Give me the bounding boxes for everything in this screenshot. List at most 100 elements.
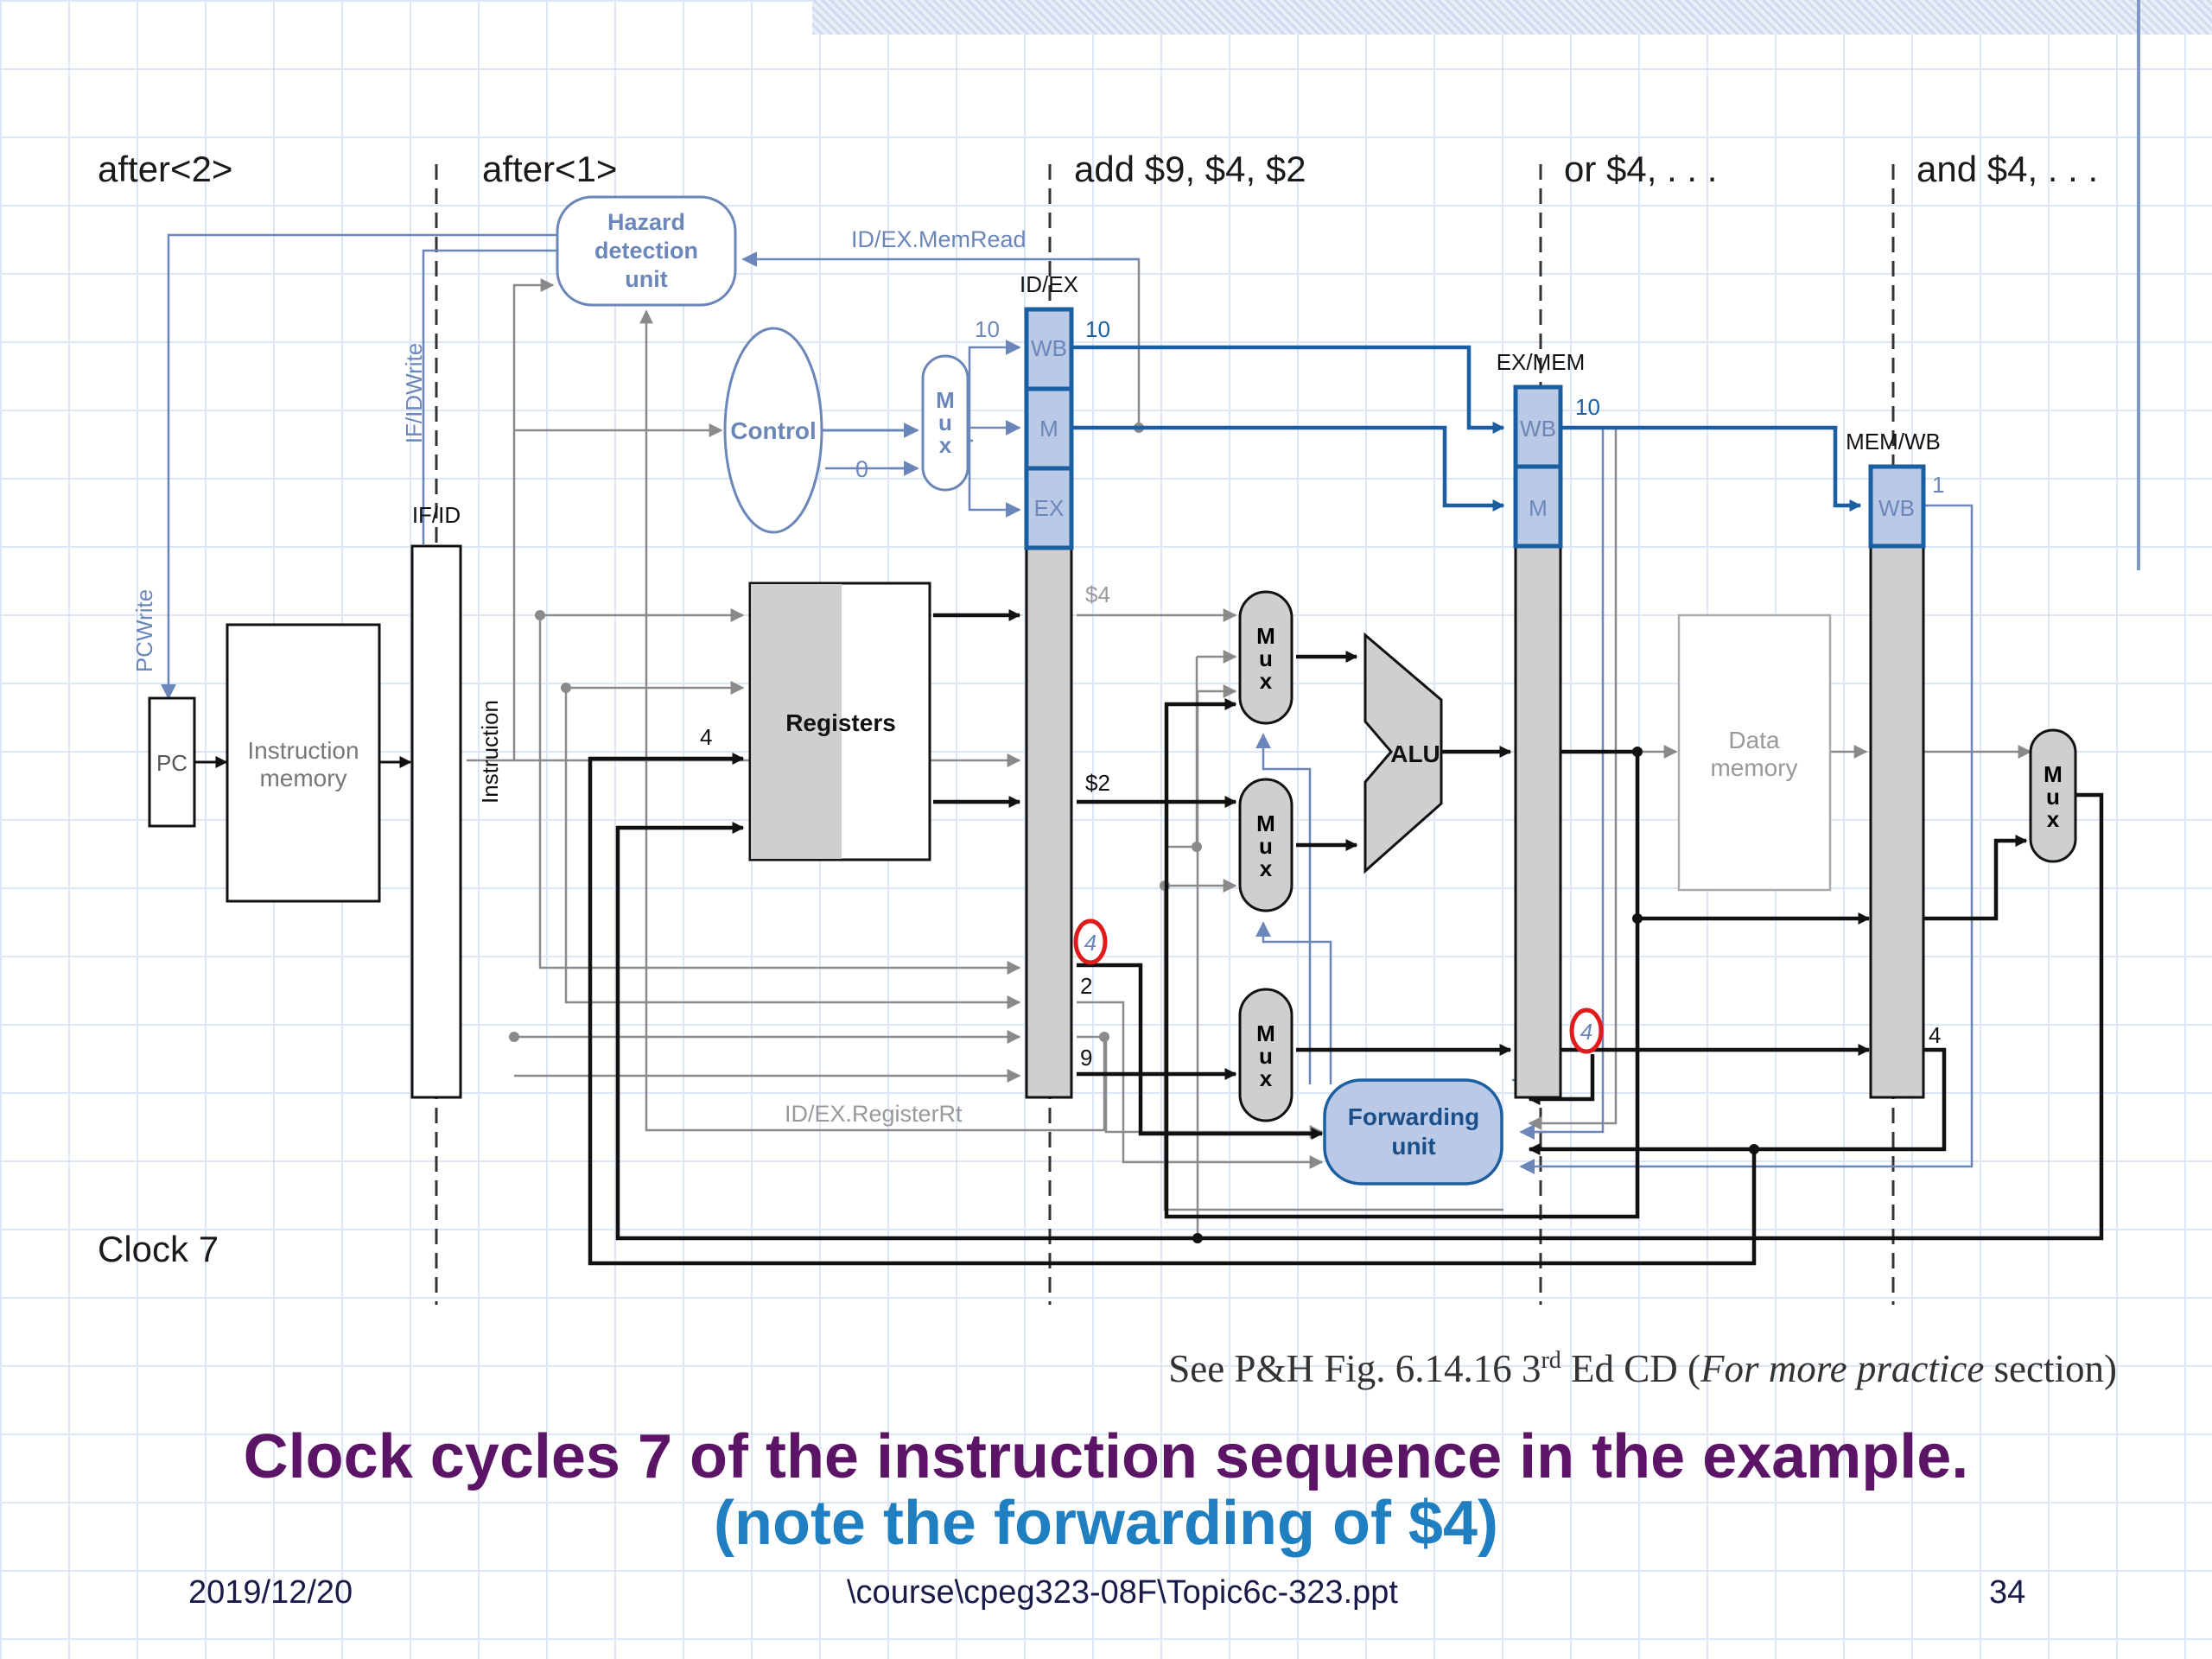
writeback-mux xyxy=(2029,728,2077,863)
circled-register-idex-value: 4 xyxy=(1084,930,1096,956)
zero-input-label: 0 xyxy=(855,456,868,482)
registers-label: Registers xyxy=(785,709,896,736)
forwarding-label-1: Forwarding xyxy=(1348,1103,1479,1130)
forwarding-unit xyxy=(1323,1078,1503,1185)
footer-date: 2019/12/20 xyxy=(188,1574,353,1611)
ex-mem-m-label: M xyxy=(1529,495,1548,521)
pc-register xyxy=(148,696,196,828)
rt-number: 9 xyxy=(1080,1045,1092,1071)
wb-mux-letter-x: x xyxy=(2047,806,2060,832)
top-decoration-band xyxy=(812,0,2212,35)
control-mux-letter-x: x xyxy=(939,432,952,458)
value-r4-label: $4 xyxy=(1085,582,1110,607)
instruction-memory-label-1: Instruction xyxy=(247,737,359,764)
if-id-label: IF/ID xyxy=(412,502,461,528)
if-id-write-label: IF/IDWrite xyxy=(401,343,427,444)
thick-blue-wires xyxy=(1071,345,1862,512)
memread-label: ID/EX.MemRead xyxy=(851,226,1027,252)
mux-b-letter-m: M xyxy=(1256,810,1275,836)
wb-mux-letter-u: u xyxy=(2046,784,2060,810)
junction-dots-gray xyxy=(509,423,1202,1042)
mux-a-letter-u: u xyxy=(1259,645,1273,671)
ex-mem-m-field xyxy=(1513,464,1563,549)
id-ex-ex-label: EX xyxy=(1034,495,1065,521)
alu-mux-a xyxy=(1238,590,1294,725)
value-r2-label: $2 xyxy=(1085,770,1110,796)
slide-subcaption: (note the forwarding of $4) xyxy=(714,1489,1498,1558)
ex-mem-wb-value: 10 xyxy=(1575,394,1600,420)
id-ex-wb-field xyxy=(1024,307,1074,391)
ref-mid: Ed CD ( xyxy=(1560,1347,1701,1390)
stage-label-ex: add $9, $4, $2 xyxy=(1074,149,1306,189)
alu-mux-b xyxy=(1238,778,1294,912)
control-mux xyxy=(921,354,969,492)
regdst-mux xyxy=(1238,988,1294,1122)
mux-a-letter-x: x xyxy=(1260,668,1273,694)
ex-mem-label: EX/MEM xyxy=(1497,349,1586,375)
register-file-shade xyxy=(751,584,842,859)
circled-register-exmem-value: 4 xyxy=(1580,1019,1592,1045)
ref-suffix: section) xyxy=(1984,1347,2117,1390)
control-label: Control xyxy=(730,417,817,444)
mux-c-letter-x: x xyxy=(1260,1065,1273,1091)
junction-dots-black xyxy=(1192,747,1759,1243)
black-wires xyxy=(588,609,2104,1266)
wb-mux-letter-m: M xyxy=(2044,761,2063,787)
id-ex-m-label: M xyxy=(1039,416,1058,442)
if-id-register xyxy=(410,544,462,1099)
forwarding-label-2: unit xyxy=(1391,1133,1435,1160)
clock-label: Clock 7 xyxy=(98,1229,219,1269)
ref-sup: rd xyxy=(1541,1347,1561,1374)
footer-page-number: 34 xyxy=(1989,1574,2026,1611)
hazard-label-3: unit xyxy=(625,266,667,292)
data-memory-label-1: Data xyxy=(1728,727,1780,753)
write-reg-number: 4 xyxy=(700,724,712,750)
mem-wb-wb-label: WB xyxy=(1878,495,1915,521)
id-ex-wb-label: WB xyxy=(1031,335,1067,361)
right-decoration-bar xyxy=(2137,0,2140,570)
id-ex-wb-out-value: 10 xyxy=(1085,316,1110,342)
pc-write-label: PCWrite xyxy=(131,589,157,672)
control-mux-letter-u: u xyxy=(938,410,952,435)
alu-label: ALU xyxy=(1390,741,1440,767)
mem-wb-wb-value: 1 xyxy=(1932,472,1944,498)
pc-label: PC xyxy=(156,750,188,776)
stage-label-if: after<2> xyxy=(98,149,232,189)
mux-b-letter-u: u xyxy=(1259,833,1273,859)
instruction-signal-label: Instruction xyxy=(477,700,503,804)
ex-mem-wb-label: WB xyxy=(1520,416,1556,442)
instruction-memory-label-2: memory xyxy=(259,765,346,791)
data-memory-label-2: memory xyxy=(1710,754,1797,781)
mem-wb-label: MEM/WB xyxy=(1846,429,1941,454)
mem-wb-register xyxy=(1869,465,1925,1099)
ref-prefix: See P&H Fig. 6.14.16 3 xyxy=(1168,1347,1541,1390)
pipeline-diagram: after<2> after<1> add $9, $4, $2 or $4, … xyxy=(98,149,2104,1305)
id-ex-label: ID/EX xyxy=(1020,271,1078,297)
id-ex-ex-field xyxy=(1024,466,1074,550)
mem-wb-rd-value: 4 xyxy=(1929,1022,1941,1048)
circled-register-idex xyxy=(1073,918,1108,965)
data-memory xyxy=(1677,613,1832,892)
slide-caption: Clock cycles 7 of the instruction sequen… xyxy=(243,1422,1969,1491)
stage-label-wb: and $4, . . . xyxy=(1916,149,2098,189)
gray-wires xyxy=(467,257,2032,1239)
footer-path: \course\cpeg323-08F\Topic6c-323.ppt xyxy=(847,1574,1398,1611)
stage-label-mem: or $4, . . . xyxy=(1564,149,1717,189)
instruction-memory xyxy=(226,623,381,903)
id-ex-wb-in-value: 10 xyxy=(975,316,1000,342)
mux-c-letter-m: M xyxy=(1256,1020,1275,1046)
rd-number: 2 xyxy=(1080,973,1092,999)
circled-register-exmem xyxy=(1569,1007,1604,1054)
figure-reference: See P&H Fig. 6.14.16 3rd Ed CD (For more… xyxy=(1168,1346,2117,1391)
hazard-label-2: detection xyxy=(594,238,698,264)
ref-italic: For more practice xyxy=(1700,1347,1985,1390)
control-mux-letter-m: M xyxy=(936,387,955,413)
mem-wb-wb-field xyxy=(1868,464,1926,549)
hazard-label-1: Hazard xyxy=(607,209,685,235)
mux-a-letter-m: M xyxy=(1256,623,1275,649)
hazard-detection-unit xyxy=(556,195,737,307)
stage-label-id: after<1> xyxy=(482,149,617,189)
alu-shape xyxy=(1363,632,1443,874)
mux-b-letter-x: x xyxy=(1260,855,1273,881)
mux-c-letter-u: u xyxy=(1259,1043,1273,1069)
